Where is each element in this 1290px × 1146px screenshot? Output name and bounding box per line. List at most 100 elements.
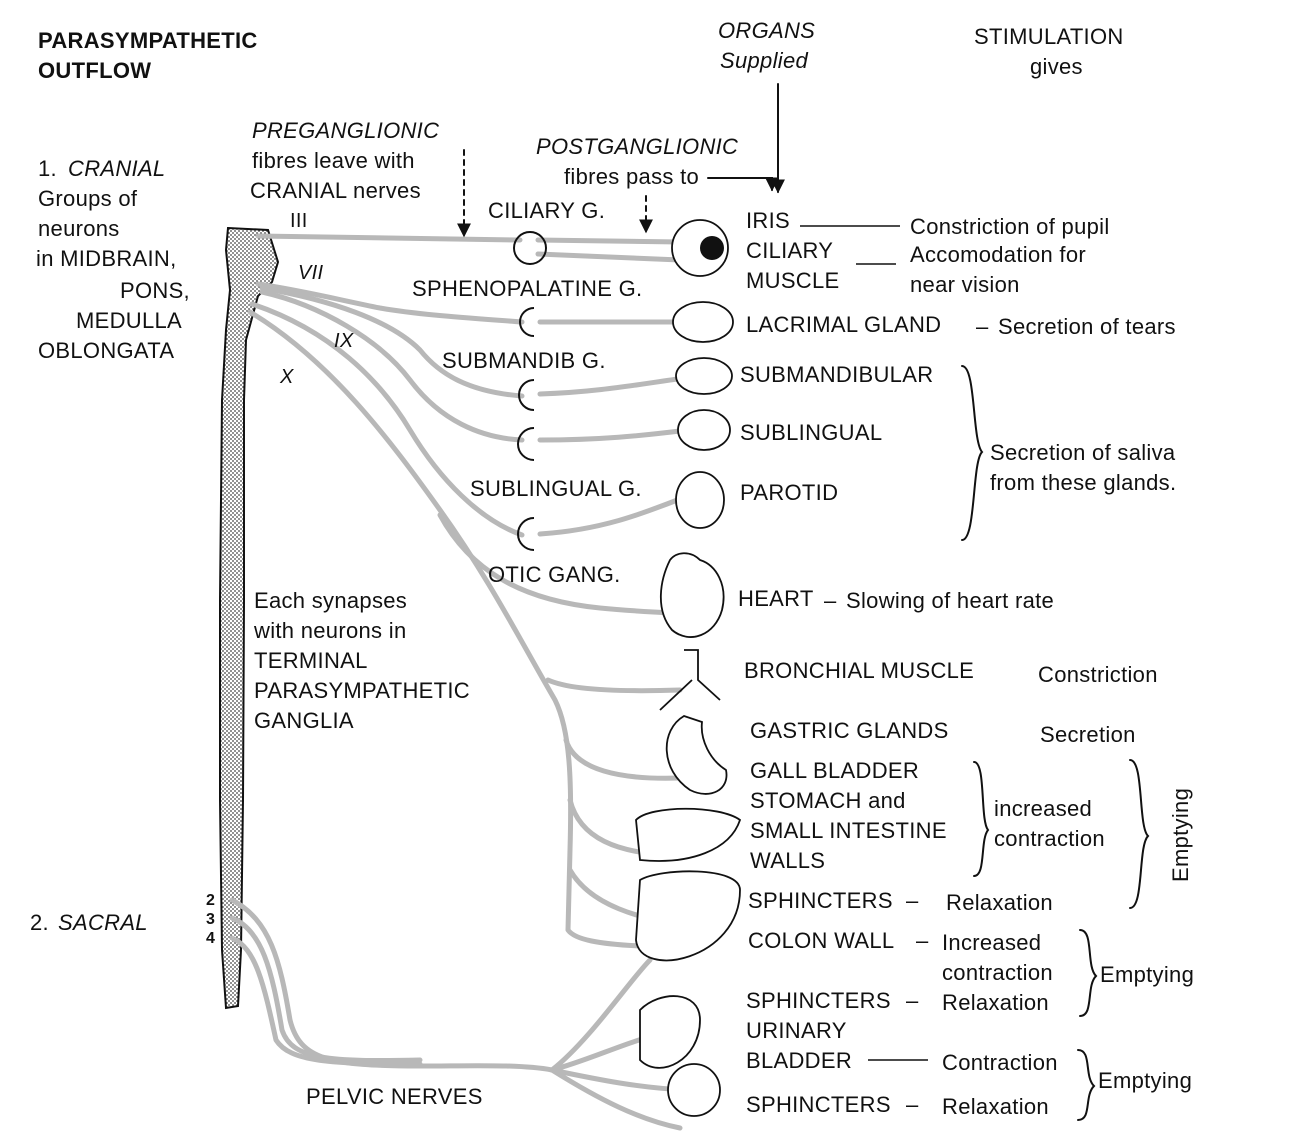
submandib-ganglion-label: SUBMANDIB G. xyxy=(442,348,606,373)
organ-heart: HEART xyxy=(738,586,814,611)
organ-drawings xyxy=(635,219,742,1117)
nerve-x-fibre xyxy=(247,309,643,949)
cranial-line-5: MEDULLA xyxy=(76,308,183,333)
cranial-line-6: OBLONGATA xyxy=(38,338,175,363)
synapse-note-line-3: TERMINAL xyxy=(254,648,368,673)
synapse-note-line-2: with neurons in xyxy=(254,618,407,643)
nerve-iii-label: III xyxy=(290,210,308,232)
vagus-heart xyxy=(437,512,683,617)
cranial-number: 1. xyxy=(38,156,57,181)
effect-sphincters-colon: Relaxation xyxy=(942,990,1049,1015)
effect-colon-line-1: Increased xyxy=(942,930,1042,955)
organ-gut-line-1: GALL BLADDER xyxy=(750,758,920,783)
effect-gastric: Secretion xyxy=(1040,722,1136,747)
sublingual-ganglion-label: SUBLINGUAL G. xyxy=(470,476,642,501)
nerve-vii-fibre-subling xyxy=(259,289,525,443)
submandib-ganglion xyxy=(518,379,535,411)
organ-ciliary-line-2: MUSCLE xyxy=(746,268,840,293)
otic-ganglion xyxy=(517,517,535,551)
organ-urinary-line-1: URINARY xyxy=(746,1018,847,1043)
saliva-brace xyxy=(961,365,984,541)
effect-bladder: Contraction xyxy=(942,1050,1058,1075)
effect-emptying-gut: Emptying xyxy=(1168,787,1193,882)
sacral-segment-4: 4 xyxy=(206,930,216,947)
sphenopalatine-ganglion xyxy=(519,307,535,337)
organs-header-line2: Supplied xyxy=(720,48,809,73)
dash-sphincters-gut: – xyxy=(906,888,919,913)
effect-bronchial: Constriction xyxy=(1038,662,1158,687)
liver-drawing xyxy=(635,807,742,862)
post-otic xyxy=(537,492,693,537)
organ-sphincters-colon: SPHINCTERS xyxy=(746,988,891,1013)
parotid-drawing xyxy=(675,471,725,529)
pelvic-urinary-sph xyxy=(549,1067,683,1131)
nerve-iii-fibre xyxy=(255,233,523,243)
stimulation-header-line2: gives xyxy=(1030,54,1083,79)
post-submand xyxy=(537,375,688,397)
bronchi-drawing xyxy=(659,649,721,711)
bladder-brace xyxy=(1077,1049,1096,1121)
ciliary-ganglion-label: CILIARY G. xyxy=(488,198,606,223)
effect-sphincters-urinary: Relaxation xyxy=(942,1094,1049,1119)
dash-sphincters-colon: – xyxy=(906,988,919,1013)
post-ciliary-muscle xyxy=(535,251,683,263)
nerve-vii-fibre-lacrimal xyxy=(255,281,525,325)
organ-sublingual: SUBLINGUAL xyxy=(740,420,883,445)
organ-bronchial: BRONCHIAL MUSCLE xyxy=(744,658,975,683)
submandibular-drawing xyxy=(675,357,733,395)
organs-header-line1: ORGANS xyxy=(718,18,816,43)
ganglia-symbols xyxy=(513,231,547,551)
post-ciliary-iris xyxy=(535,237,683,245)
effect-iris: Constriction of pupil xyxy=(910,214,1110,239)
effect-heart: Slowing of heart rate xyxy=(846,588,1055,613)
sacral-segment-3: 3 xyxy=(206,911,216,928)
organ-parotid: PAROTID xyxy=(740,480,839,505)
postganglionic-title: POSTGANGLIONIC xyxy=(536,134,739,159)
organ-lacrimal: LACRIMAL GLAND xyxy=(746,312,942,337)
preganglionic-line-1: fibres leave with xyxy=(252,148,415,173)
bladder-drawing xyxy=(667,1063,721,1117)
diagram-title-line1: PARASYMPATHETIC xyxy=(38,28,258,53)
vagus-bronchi xyxy=(545,677,683,694)
effect-emptying-bladder: Emptying xyxy=(1098,1068,1193,1093)
cranial-line-3: in MIDBRAIN, xyxy=(36,246,177,271)
nerve-ix-fibre xyxy=(249,301,525,538)
pelvic-nerves-fibre-2 xyxy=(229,915,423,1064)
effect-sphincters-gut: Relaxation xyxy=(946,890,1053,915)
sublingual-drawing xyxy=(677,409,731,451)
effect-saliva-line-1: Secretion of saliva xyxy=(990,440,1176,465)
effect-ciliary-line-2: near vision xyxy=(910,272,1020,297)
emptying-gut-brace xyxy=(1129,759,1150,909)
postganglionic-fibres xyxy=(535,237,693,537)
organ-gut-line-2: STOMACH and xyxy=(750,788,906,813)
nerve-ix-label: IX xyxy=(334,330,354,352)
nerve-vii-label: VII xyxy=(298,262,324,284)
organ-colon-wall: COLON WALL xyxy=(748,928,895,953)
ink-lines xyxy=(457,83,1150,1121)
synapse-note-line-1: Each synapses xyxy=(254,588,408,613)
organ-gut-line-3: SMALL INTESTINE xyxy=(750,818,947,843)
intestine-drawing xyxy=(635,870,741,962)
dash-heart: – xyxy=(824,588,837,613)
synapse-note-line-5: GANGLIA xyxy=(254,708,354,733)
cranial-heading: CRANIAL xyxy=(68,156,166,181)
pupil-drawing xyxy=(700,236,724,260)
sacral-segment-2: 2 xyxy=(206,892,216,909)
lacrimal-drawing xyxy=(672,301,734,343)
cranial-line-2: neurons xyxy=(38,216,120,241)
effect-ciliary-line-1: Accomodation for xyxy=(910,242,1086,267)
sphenopalatine-ganglion-label: SPHENOPALATINE G. xyxy=(412,276,643,301)
organ-submandibular: SUBMANDIBULAR xyxy=(740,362,934,387)
ciliary-ganglion-2 xyxy=(529,231,547,265)
nerve-x-label: X xyxy=(280,366,294,388)
heart-drawing xyxy=(659,552,725,638)
sacral-label: SACRAL xyxy=(58,910,148,935)
dash-lacrimal: – xyxy=(976,314,989,339)
sublingual-ganglion xyxy=(517,427,535,461)
rectum-drawing xyxy=(639,995,701,1069)
sacral-number: 2. xyxy=(30,910,49,935)
organ-ciliary-line-1: CILIARY xyxy=(746,238,834,263)
post-subling xyxy=(537,427,691,443)
